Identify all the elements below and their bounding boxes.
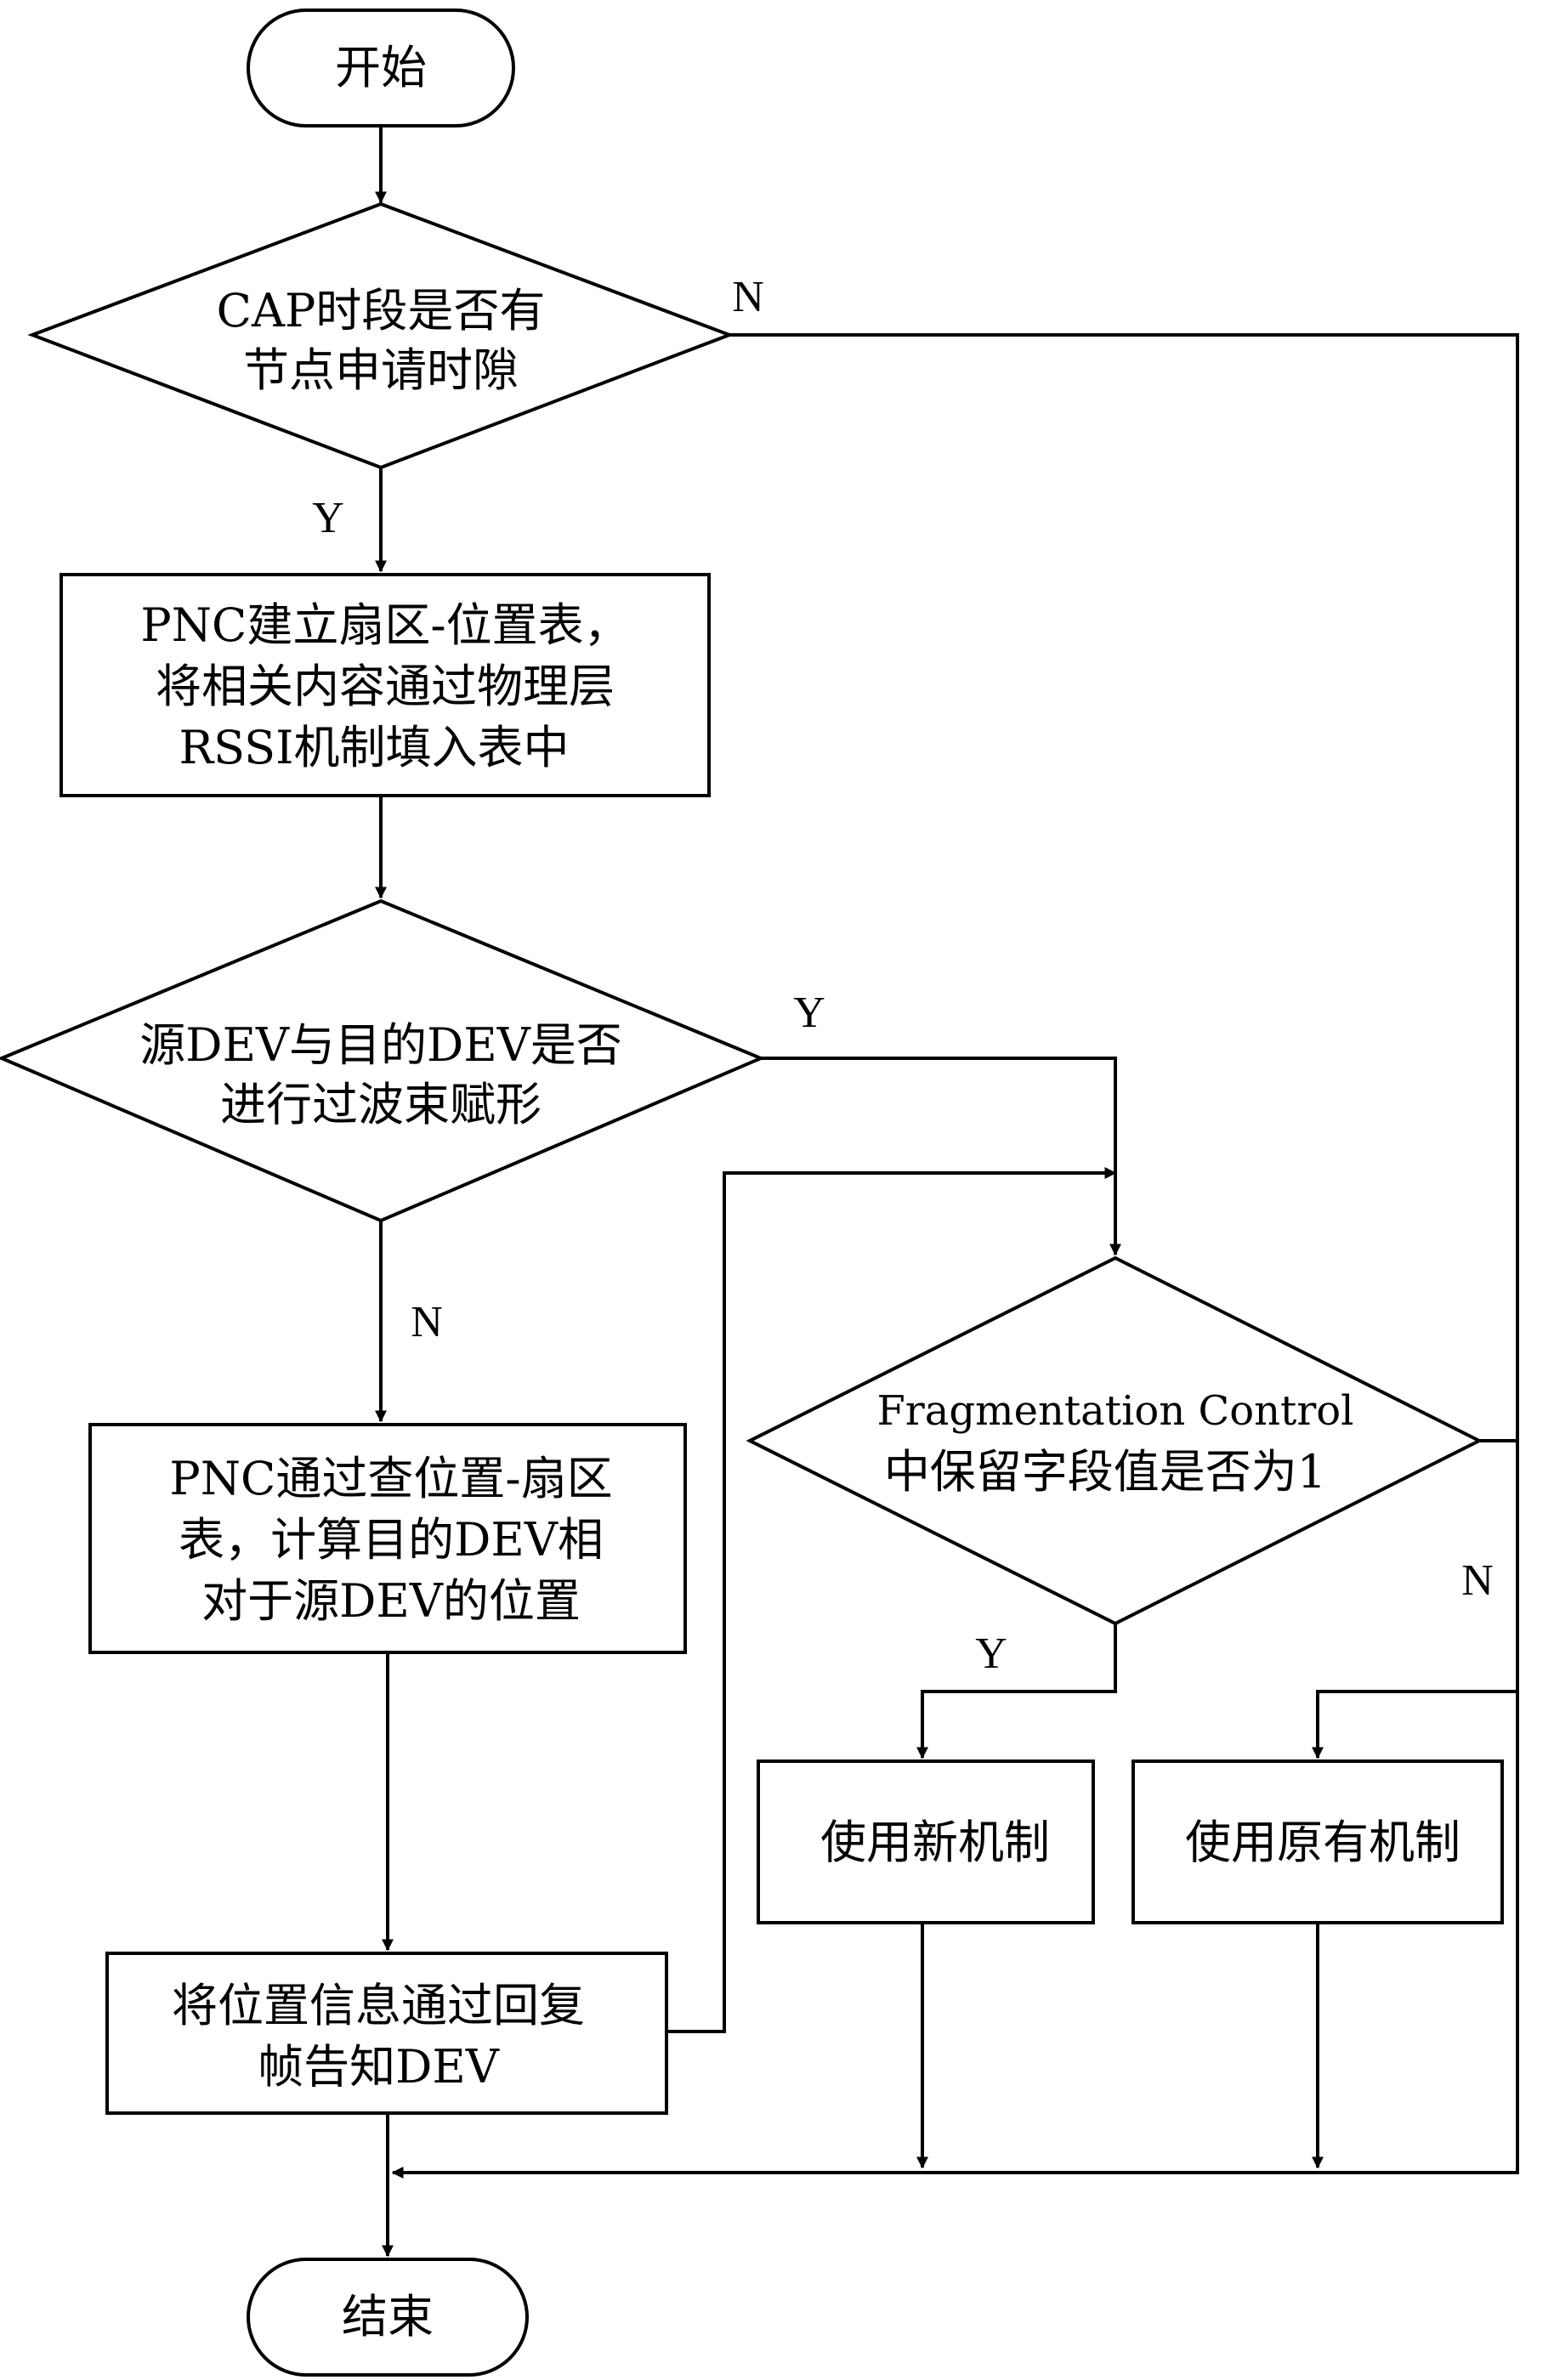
edge-labels: N Y Y N N Y <box>312 273 1494 1678</box>
edges <box>375 126 1519 2258</box>
frag-decision-line2: 中保留字段值是否为1 <box>884 1445 1326 1499</box>
pnc-build-line1: PNC建立扇区-位置表， <box>140 598 629 652</box>
edge-frag-yes <box>916 1624 1117 1760</box>
cap-no-label: N <box>732 273 764 321</box>
frag-yes-label: Y <box>975 1629 1007 1678</box>
pnc-lookup-process: PNC通过查位置-扇区 表，计算目的DEV相 对于源DEV的位置 <box>88 1423 687 1654</box>
beam-yes-label: Y <box>793 989 825 1037</box>
cap-decision-line2: 节点申请时隙 <box>243 343 519 397</box>
start-label: 开始 <box>335 41 427 94</box>
beam-decision: 源DEV与目的DEV是否 进行过波束赋形 <box>0 898 766 1223</box>
reply-process: 将位置信息通过回复 帧告知DEV <box>105 1952 668 2115</box>
old-mechanism-label: 使用原有机制 <box>1185 1816 1460 1869</box>
new-mechanism-process: 使用新机制 <box>757 1760 1095 1924</box>
edge-cap-no <box>729 333 1519 2174</box>
old-mechanism-process: 使用原有机制 <box>1131 1760 1504 1924</box>
start-node: 开始 <box>247 8 515 128</box>
frag-no-label: N <box>1461 1556 1494 1605</box>
reply-line1: 将位置信息通过回复 <box>172 1979 585 2032</box>
fragmentation-decision: Fragmentation Control 中保留字段值是否为1 <box>746 1255 1483 1626</box>
reply-line2: 帧告知DEV <box>258 2040 500 2094</box>
pnc-build-process: PNC建立扇区-位置表， 将相关内容通过物理层 RSSI机制填入表中 <box>60 573 711 797</box>
pnc-build-line3: RSSI机制填入表中 <box>179 721 569 774</box>
end-label: 结束 <box>342 2290 434 2343</box>
beam-decision-line1: 源DEV与目的DEV是否 <box>139 1018 621 1072</box>
pnc-lookup-line2: 表，计算目的DEV相 <box>179 1513 604 1567</box>
cap-decision-line1: CAP时段是否有 <box>217 284 546 337</box>
beam-no-label: N <box>411 1298 443 1346</box>
edge-frag-no <box>1312 1439 1519 1760</box>
frag-decision-line1: Fragmentation Control <box>876 1387 1353 1435</box>
edge-beam-yes <box>761 1057 1121 1256</box>
cap-decision: CAP时段是否有 节点申请时隙 <box>27 201 734 470</box>
new-mechanism-label: 使用新机制 <box>820 1816 1050 1869</box>
edge-reply-loop <box>666 1167 1117 2033</box>
cap-yes-label: Y <box>312 494 344 542</box>
end-node: 结束 <box>247 2258 529 2377</box>
pnc-lookup-line1: PNC通过查位置-扇区 <box>169 1452 612 1505</box>
beam-decision-line2: 进行过波束赋形 <box>220 1078 542 1131</box>
pnc-lookup-line3: 对于源DEV的位置 <box>201 1574 581 1628</box>
pnc-build-line2: 将相关内容通过物理层 <box>156 660 615 713</box>
